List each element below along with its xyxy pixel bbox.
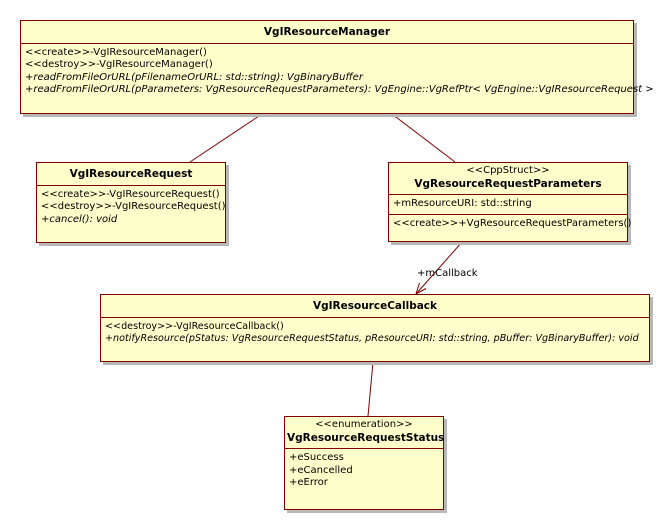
operations-compartment: <<create>>-VgIResourceRequest() <<destro… [37,186,226,230]
literals-compartment: +eSuccess +eCancelled +eError [285,449,443,493]
class-name: VgIResourceCallback [101,295,649,318]
operation: <<create>>+VgResourceRequestParameters() [393,217,632,229]
class-name: VgIResourceManager [21,21,633,44]
class-header: <<CppStruct>> VgResourceRequestParameter… [389,163,627,195]
assoc-callback-status [367,361,374,417]
class-vgresourcerequestparameters[interactable]: <<CppStruct>> VgResourceRequestParameter… [388,162,632,242]
enum-literal: +eCancelled [289,464,353,476]
class-vgiresourcemanager[interactable]: VgIResourceManager <<create>>-VgIResourc… [20,20,654,114]
operation: +readFromFileOrURL(pParameters: VgResour… [25,84,654,95]
operation: <<create>>-VgIResourceRequest() [41,188,220,200]
operation: +notifyResource(pStatus: VgResourceReque… [105,333,639,344]
assoc-params-callback [415,241,463,295]
class-vgiresourcecallback[interactable]: VgIResourceCallback <<destroy>>-VgIResou… [100,294,650,362]
operation: +readFromFileOrURL(pFilenameOrURL: std::… [25,71,363,83]
enum-vgresourcerequeststatus[interactable]: <<enumeration>> VgResourceRequestStatus … [284,416,444,510]
operations-compartment: <<destroy>>-VgIResourceCallback() +notif… [101,318,649,349]
class-header: <<enumeration>> VgResourceRequestStatus [285,417,445,449]
operation: <<destroy>>-VgIResourceCallback() [105,320,284,332]
class-name: VgIResourceRequest [37,163,225,186]
operations-compartment: <<create>>+VgResourceRequestParameters() [389,213,632,234]
operations-compartment: <<create>>-VgIResourceManager() <<destro… [21,44,654,100]
class-name: VgResourceRequestParameters [414,177,602,190]
assoc-manager-params [391,113,456,163]
stereotype: <<CppStruct>> [466,165,550,176]
enum-literal: +eError [289,477,328,488]
operation: <<create>>-VgIResourceManager() [25,46,207,58]
assoc-manager-request [189,113,263,163]
class-vgiresourcerequest[interactable]: VgIResourceRequest <<create>>-VgIResourc… [36,162,226,243]
enum-literal: +eSuccess [289,452,344,463]
attributes-compartment: +mResourceURI: std::string [389,195,627,214]
association-role-label: +mCallback [417,268,478,279]
operation: <<destroy>>-VgIResourceRequest() [41,201,226,212]
operation: <<destroy>>-VgIResourceManager() [25,59,213,70]
operation: +cancel(): void [41,213,118,225]
attribute: +mResourceURI: std::string [393,198,532,209]
class-name: VgResourceRequestStatus [287,431,445,444]
stereotype: <<enumeration>> [315,419,413,430]
